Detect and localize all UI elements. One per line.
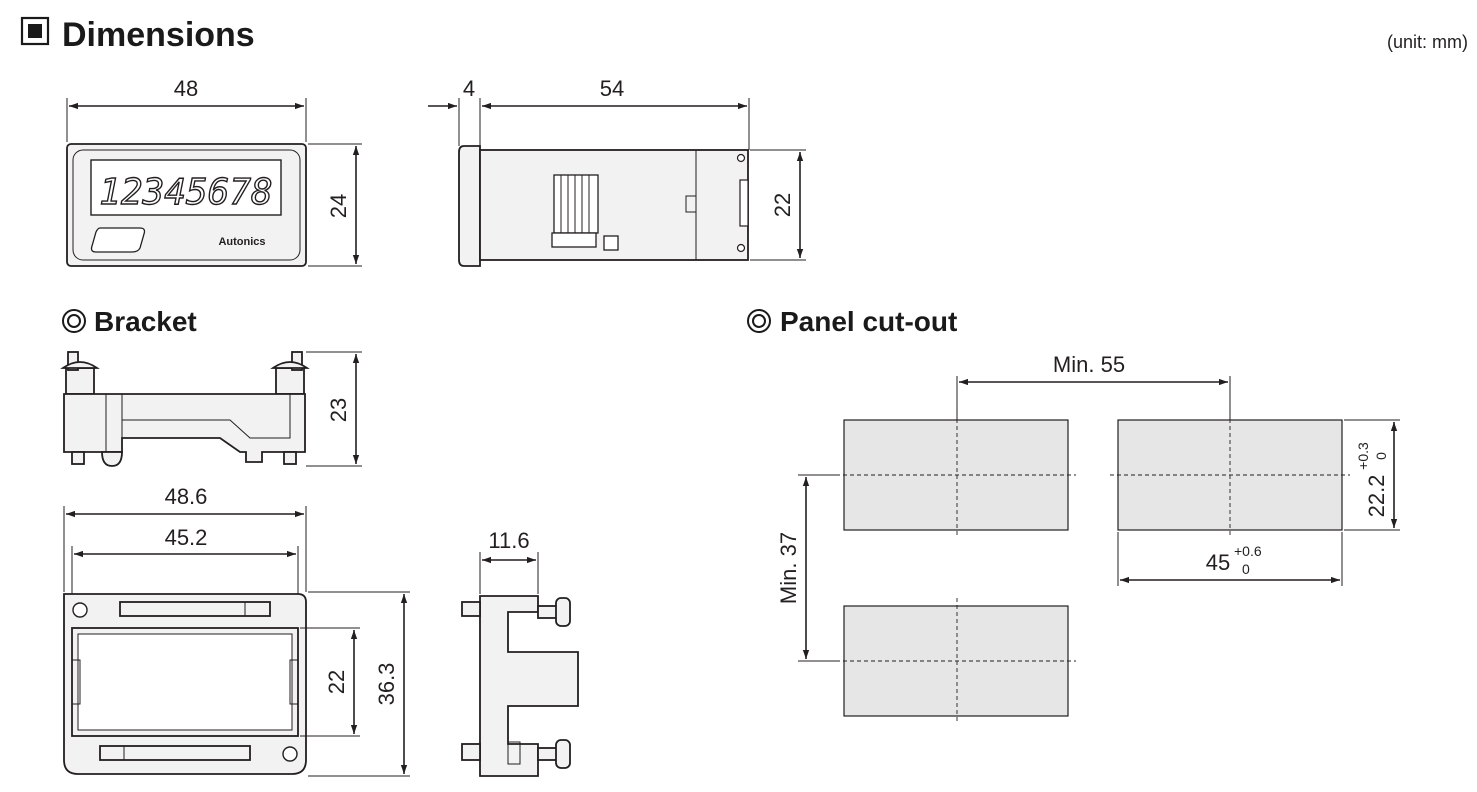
brand-logo: Autonics [218, 236, 265, 248]
front-view: 48 12345678 Autonics 24 [66, 76, 362, 267]
bracket-profile-view: 11.6 [461, 528, 579, 777]
cutout-min-vertical-label: Min. 37 [776, 532, 801, 604]
bracket-front-view: 48.6 45.2 22 36.3 [63, 484, 410, 777]
panel-cutout-drawing: Min. 55 Min. 37 22.2 +0.3 0 45 +0.6 0 [776, 352, 1400, 724]
display-digits: 12345678 [99, 172, 272, 213]
bracket-outer-width-label: 48.6 [165, 484, 208, 509]
display-window [90, 159, 282, 216]
side-body-depth-label: 54 [600, 76, 624, 101]
square-bullet-fill [28, 24, 42, 38]
cutout-width-tolerance-upper: +0.6 [1234, 543, 1262, 559]
cutout-width-label: 45 [1206, 550, 1230, 575]
device-frame [72, 149, 301, 261]
bracket-outer-height-label: 36.3 [374, 663, 399, 706]
double-circle-icon [62, 309, 86, 333]
panel-cutout-heading: Panel cut-out [747, 306, 957, 337]
cutout-width-tolerance-lower: 0 [1242, 561, 1250, 577]
unit-note: (unit: mm) [1387, 32, 1468, 52]
bracket-side-height-label: 23 [326, 398, 351, 422]
side-height-label: 22 [770, 193, 795, 217]
page-title: Dimensions [62, 16, 255, 54]
bracket-inner-height-label: 22 [324, 670, 349, 694]
cutout-min-horizontal-label: Min. 55 [1053, 352, 1125, 377]
bracket-side-view: 23 [60, 351, 362, 467]
front-width-label: 48 [174, 76, 198, 101]
bracket-left-screw [65, 367, 95, 395]
cutout-height-tolerance-upper: +0.3 [1355, 442, 1371, 470]
bracket-right-screw [275, 367, 305, 395]
bracket-heading: Bracket [62, 306, 197, 337]
panel-cutout-title: Panel cut-out [780, 306, 957, 337]
device-front-flange [458, 145, 481, 267]
cutout-height-tolerance-lower: 0 [1373, 452, 1389, 460]
bracket-body [63, 393, 306, 463]
header: Dimensions (unit: mm) [20, 16, 1468, 54]
side-front-depth-label: 4 [463, 76, 475, 101]
bracket-inner-width-label: 45.2 [165, 525, 208, 550]
bracket-profile-width-label: 11.6 [488, 528, 529, 553]
front-height-label: 24 [326, 194, 351, 218]
cutout-height-label: 22.2 [1364, 475, 1389, 518]
double-circle-icon [747, 309, 771, 333]
square-bullet-icon [20, 16, 50, 46]
reset-key [90, 227, 146, 253]
bracket-title: Bracket [94, 306, 197, 337]
side-view: 4 54 22 [428, 76, 806, 267]
